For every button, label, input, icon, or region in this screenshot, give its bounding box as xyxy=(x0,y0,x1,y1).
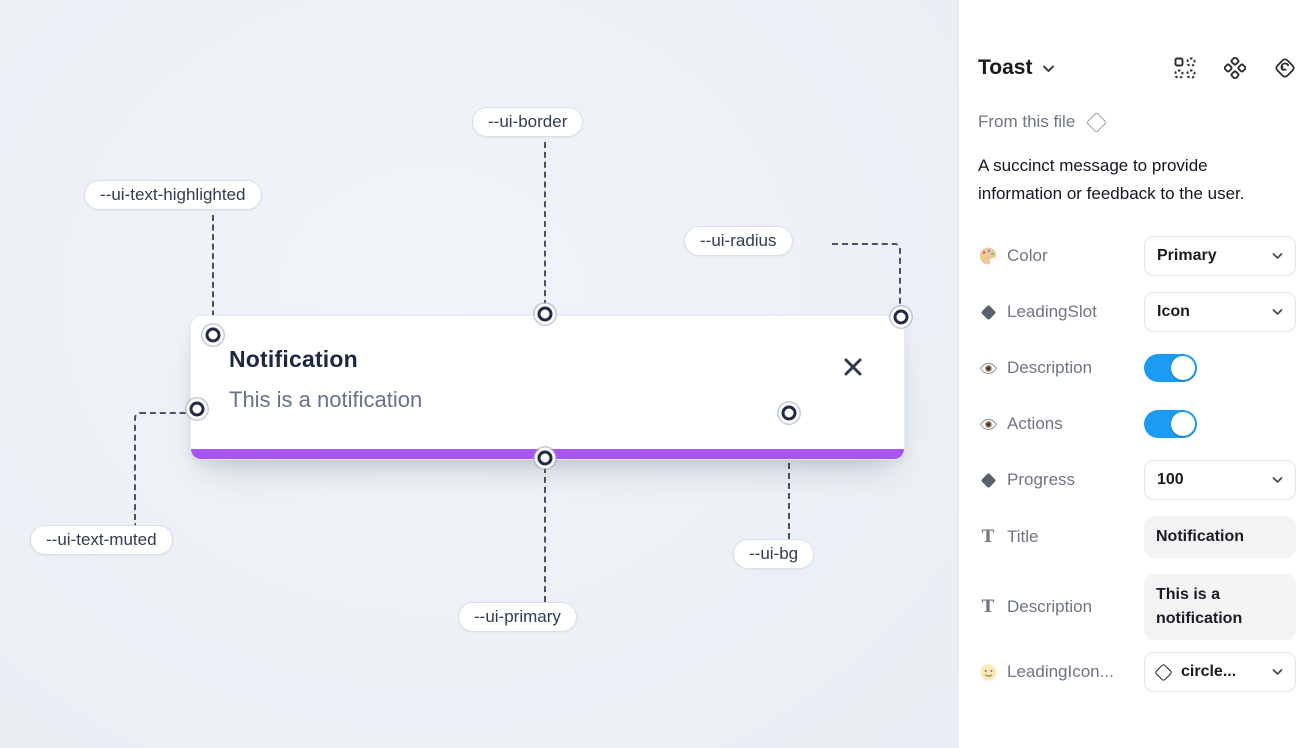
description-field[interactable]: This is a notification xyxy=(1144,574,1296,640)
connector-ui-text-highlighted-line xyxy=(212,215,214,326)
prop-row-title: T Title Notification xyxy=(978,516,1296,558)
panel-header: Toast xyxy=(978,56,1296,80)
connector-ui-radius-line xyxy=(832,243,901,307)
prop-row-description-toggle: Description xyxy=(978,348,1296,388)
toast-component[interactable]: Notification This is a notification xyxy=(190,315,905,460)
prop-row-color: Color Primary xyxy=(978,236,1296,276)
chevron-down-icon xyxy=(1272,308,1283,316)
prop-name: Actions xyxy=(1007,414,1063,433)
component-name[interactable]: Toast xyxy=(978,56,1033,79)
prop-name: Title xyxy=(1007,527,1039,546)
text-icon: T xyxy=(981,527,995,547)
diamond-outline-icon xyxy=(1086,111,1108,133)
prop-name: Description xyxy=(1007,597,1093,616)
select-value: circle... xyxy=(1181,663,1237,680)
diamond-icon xyxy=(978,302,998,322)
actions-toggle[interactable] xyxy=(1144,410,1197,438)
prop-row-actions-toggle: Actions xyxy=(978,404,1296,444)
component-props-icon[interactable] xyxy=(1174,57,1196,79)
connector-ui-primary-line xyxy=(544,467,546,602)
properties-panel: Toast xyxy=(958,0,1312,748)
leadingicon-select[interactable]: circle... xyxy=(1144,652,1296,692)
chevron-down-icon xyxy=(1272,476,1283,484)
prop-name: Color xyxy=(1007,246,1048,265)
node-ui-text-muted xyxy=(189,401,205,417)
eye-icon xyxy=(978,414,998,434)
chevron-down-icon xyxy=(1272,252,1283,260)
palette-icon xyxy=(978,246,998,266)
design-canvas[interactable]: Notification This is a notification --ui… xyxy=(0,0,958,748)
connector-ui-bg-line xyxy=(788,423,790,539)
chevron-down-icon[interactable] xyxy=(1042,64,1055,73)
component-description: A succinct message to provide informatio… xyxy=(978,156,1245,203)
toast-description: This is a notification xyxy=(229,387,423,412)
select-value: Primary xyxy=(1157,247,1217,264)
prop-name: LeadingSlot xyxy=(1007,302,1097,321)
prop-row-leadingicon: LeadingIcon... circle... xyxy=(978,652,1296,692)
progress-select[interactable]: 100 xyxy=(1144,460,1296,500)
toast-title: Notification xyxy=(229,346,358,372)
source-label: From this file xyxy=(978,112,1076,131)
label-pill-ui-text-highlighted[interactable]: --ui-text-highlighted xyxy=(84,180,262,210)
component-set-icon[interactable] xyxy=(1224,57,1246,79)
prop-row-progress: Progress 100 xyxy=(978,460,1296,500)
leadingslot-select[interactable]: Icon xyxy=(1144,292,1296,332)
label-pill-ui-radius[interactable]: --ui-radius xyxy=(684,226,793,256)
description-toggle[interactable] xyxy=(1144,354,1197,382)
label-pill-ui-text-muted[interactable]: --ui-text-muted xyxy=(30,525,173,555)
prop-name: Progress xyxy=(1007,470,1076,489)
connector-ui-border-line xyxy=(544,142,546,306)
node-ui-bg xyxy=(781,405,797,421)
eye-icon xyxy=(978,358,998,378)
label-pill-ui-primary[interactable]: --ui-primary xyxy=(458,602,577,632)
node-ui-primary xyxy=(537,450,553,466)
label-pill-ui-border[interactable]: --ui-border xyxy=(472,107,584,137)
text-icon: T xyxy=(981,597,995,617)
diamond-outline-icon xyxy=(1154,662,1173,682)
chevron-down-icon xyxy=(1272,668,1283,676)
close-icon[interactable] xyxy=(840,354,866,380)
property-list: Color Primary LeadingSlot Icon xyxy=(978,236,1296,708)
connector-ui-text-muted-line xyxy=(134,412,188,525)
smiley-icon xyxy=(978,662,998,682)
select-value: 100 xyxy=(1157,471,1184,488)
color-select[interactable]: Primary xyxy=(1144,236,1296,276)
node-ui-radius xyxy=(893,309,909,325)
node-ui-text-highlighted xyxy=(205,327,221,343)
node-ui-border xyxy=(537,306,553,322)
prop-name: LeadingIcon... xyxy=(1007,662,1114,681)
title-field[interactable]: Notification xyxy=(1144,516,1296,558)
prop-name: Description xyxy=(1007,358,1093,377)
source-row: From this file xyxy=(978,111,1296,133)
prop-row-description-text: T Description This is a notification xyxy=(978,574,1296,640)
label-pill-ui-bg[interactable]: --ui-bg xyxy=(733,539,815,569)
select-value: Icon xyxy=(1157,303,1190,320)
prop-row-leadingslot: LeadingSlot Icon xyxy=(978,292,1296,332)
diamond-icon xyxy=(978,470,998,490)
go-to-main-component-icon[interactable] xyxy=(1274,57,1296,79)
